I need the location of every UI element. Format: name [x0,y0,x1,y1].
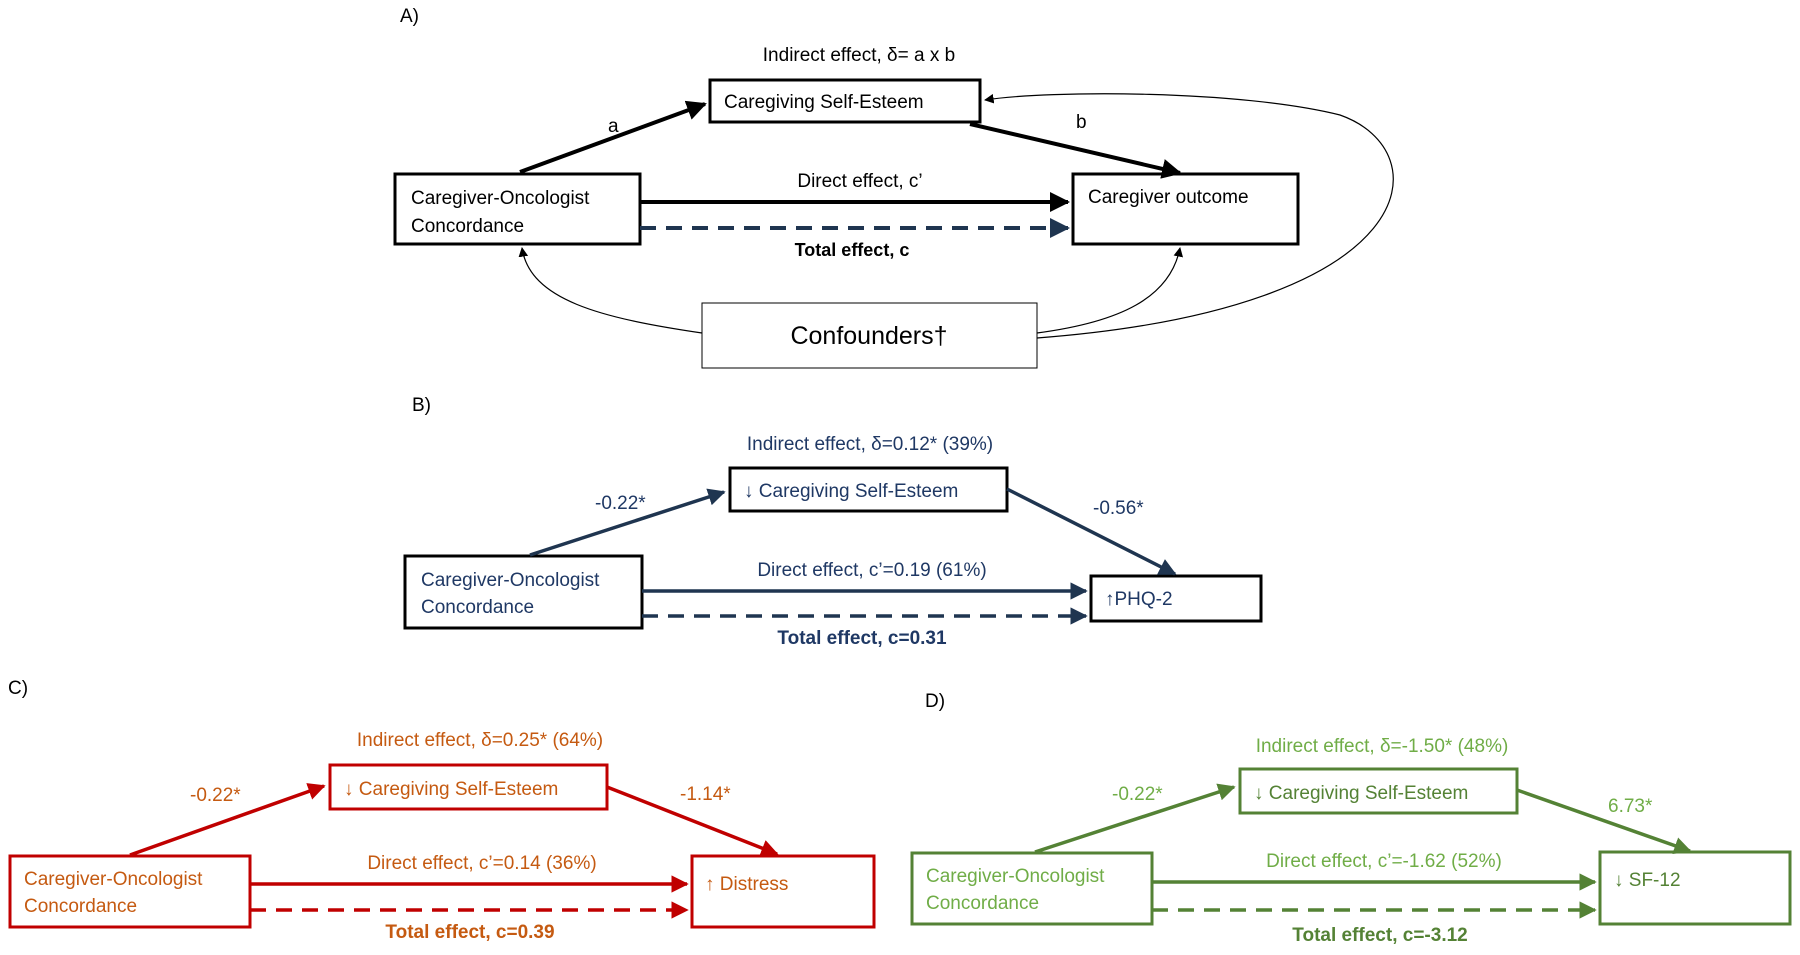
panel-d-path-a-label: -0.22* [1112,784,1163,805]
panel-a-path-b-label: b [1076,112,1087,133]
panel-d-total-label: Total effect, c=-3.12 [1292,925,1467,946]
panel-d-exposure-box [910,851,1154,926]
panel-a-exposure-box [393,172,642,246]
panel-b-mediator-label: ↓ Caregiving Self-Esteem [744,481,958,502]
panel-b-path-a-label: -0.22* [595,493,646,514]
panel-d-outcome-box [1598,850,1792,926]
panel-a-path-b-arrow [969,122,1182,179]
panel-b: B) Indirect effect, δ=0.12* (39%) ↓ Care… [403,395,1263,649]
panel-a-label: A) [400,6,419,27]
panel-a-mediator-box [708,78,982,124]
panel-c-direct-label: Direct effect, c’=0.14 (36%) [367,853,596,874]
panel-b-mediator-box [728,466,1009,513]
panel-a-exposure-line2: Concordance [411,216,524,237]
panel-d-indirect-label: Indirect effect, δ=-1.50* (48%) [1256,736,1509,757]
panel-b-direct-label: Direct effect, c’=0.19 (61%) [757,560,986,581]
panel-c-outcome-label: ↑ Distress [705,874,788,895]
panel-d-exposure-line2: Concordance [926,893,1039,914]
panel-d-path-b-arrow [1516,788,1692,855]
panel-b-exposure-line1: Caregiver-Oncologist [421,570,600,591]
panel-a-direct-label: Direct effect, c’ [797,171,922,192]
panel-b-label: B) [412,395,431,416]
panel-c-mediator-box [328,763,609,811]
panel-c-exposure-line1: Caregiver-Oncologist [24,869,203,890]
panel-c-path-a-arrow [129,783,326,857]
panel-b-outcome-label: ↑PHQ-2 [1105,589,1173,610]
panel-a-confounder-to-outcome [1036,247,1184,334]
panel-b-indirect-label: Indirect effect, δ=0.12* (39%) [747,434,993,455]
panel-a: A) Indirect effect, δ= a x b Caregiving … [393,6,1394,369]
panel-c-path-b-label: -1.14* [680,784,731,805]
panel-d-direct-label: Direct effect, c’=-1.62 (52%) [1266,851,1502,872]
panel-b-total-label: Total effect, c=0.31 [777,628,947,649]
panel-b-exposure-line2: Concordance [421,597,534,618]
panel-a-indirect-label: Indirect effect, δ= a x b [763,45,955,66]
panel-b-path-b-arrow [1006,487,1177,576]
panel-c-mediator-label: ↓ Caregiving Self-Esteem [344,779,558,800]
panel-c: C) Indirect effect, δ=0.25* (64%) ↓ Care… [8,678,876,943]
panel-d-label: D) [925,691,945,712]
panel-a-mediator-label: Caregiving Self-Esteem [724,92,924,113]
panel-c-exposure-line2: Concordance [24,896,137,917]
panel-d-mediator-label: ↓ Caregiving Self-Esteem [1254,783,1468,804]
panel-c-outcome-box [690,854,876,929]
panel-a-confounders-box [701,302,1038,369]
panel-c-path-b-arrow [606,785,779,857]
panel-a-exposure-line1: Caregiver-Oncologist [411,188,590,209]
panel-a-outcome-box [1071,172,1300,246]
panel-c-path-a-label: -0.22* [190,785,241,806]
panel-d-mediator-box [1238,767,1519,815]
panel-c-total-label: Total effect, c=0.39 [385,922,554,943]
panel-d: D) Indirect effect, δ=-1.50* (48%) ↓ Car… [910,691,1792,946]
panel-a-confounders-label: Confounders† [790,322,947,350]
panel-d-outcome-label: ↓ SF-12 [1614,870,1681,891]
panel-b-path-a-arrow [529,488,726,557]
panel-a-outcome-label: Caregiver outcome [1088,187,1249,208]
panel-b-outcome-box [1089,574,1263,623]
panel-d-path-a-arrow [1034,783,1236,854]
panel-c-exposure-box [8,854,252,929]
panel-a-confounder-to-exposure [518,247,703,334]
panel-a-total-label: Total effect, c [795,240,910,260]
panel-c-indirect-label: Indirect effect, δ=0.25* (64%) [357,730,603,751]
panel-d-path-b-label: 6.73* [1608,796,1653,817]
panel-a-path-a-arrow [519,100,707,174]
panel-d-exposure-line1: Caregiver-Oncologist [926,866,1105,887]
panel-b-path-b-label: -0.56* [1093,498,1144,519]
panel-a-path-a-label: a [608,116,619,137]
panel-c-label: C) [8,678,28,699]
panel-a-confounder-to-mediator [984,93,1394,339]
